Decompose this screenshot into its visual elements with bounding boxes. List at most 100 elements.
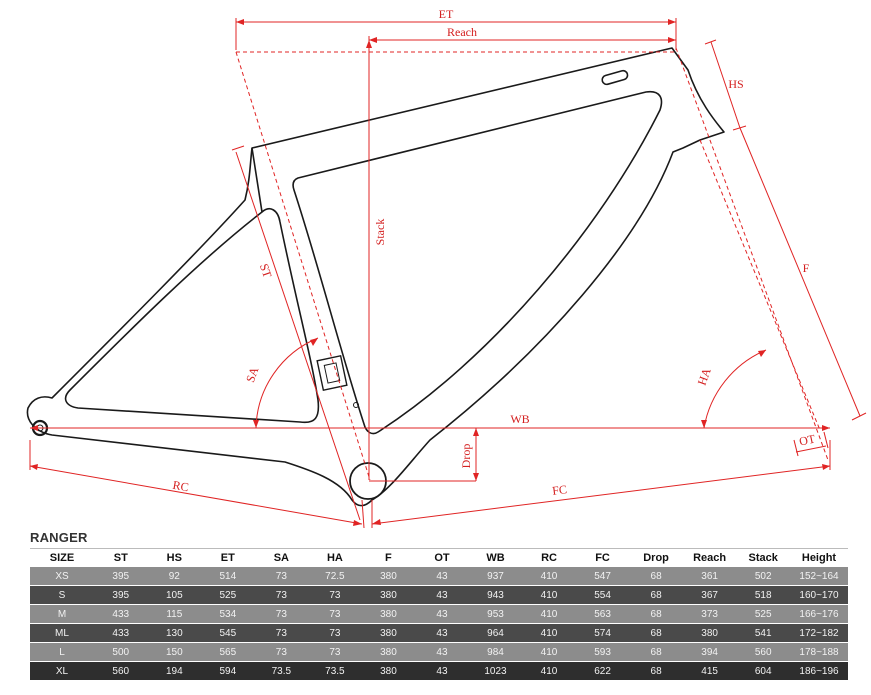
header-f: F (361, 548, 416, 567)
bike-frame-outline (26, 47, 725, 507)
table-cell: 560 (94, 661, 148, 681)
table-cell: 73 (308, 585, 362, 605)
cable-port-icon (601, 69, 629, 86)
table-cell: 410 (522, 567, 576, 586)
table-cell: 194 (147, 661, 202, 681)
table-cell: 380 (361, 585, 416, 605)
header-et: ET (201, 548, 255, 567)
table-cell: 73 (254, 604, 309, 624)
table-cell: 593 (575, 642, 630, 662)
label-st: ST (257, 262, 275, 280)
label-fc: FC (551, 482, 567, 498)
table-cell: 186~196 (790, 661, 848, 681)
rear-triangle-cutout (64, 208, 320, 424)
front-derailleur-mount-icon (316, 355, 348, 391)
label-stack: Stack (373, 219, 387, 246)
table-cell: 554 (575, 585, 630, 605)
table-cell: 500 (94, 642, 148, 662)
table-cell: 394 (682, 642, 737, 662)
table-cell: 410 (522, 661, 576, 681)
table-cell: 1023 (468, 661, 523, 681)
table-cell: 130 (147, 623, 202, 643)
table-cell: S (30, 585, 94, 605)
table-cell: 525 (736, 604, 790, 624)
table-cell: 563 (575, 604, 630, 624)
table-cell: 43 (415, 567, 469, 586)
table-cell: XS (30, 567, 94, 586)
table-cell: 415 (682, 661, 737, 681)
table-cell: 525 (201, 585, 255, 605)
f-dimension-line (739, 127, 861, 417)
table-cell: 574 (575, 623, 630, 643)
header-stack: Stack (736, 548, 790, 567)
table-cell: 43 (415, 661, 469, 681)
header-fc: FC (575, 548, 630, 567)
table-cell: 105 (147, 585, 202, 605)
table-cell: 72.5 (308, 567, 362, 586)
table-cell: 395 (94, 585, 148, 605)
table-cell: 373 (682, 604, 737, 624)
dimension-lines (29, 18, 867, 529)
table-cell: 68 (629, 585, 683, 605)
table-cell: 565 (201, 642, 255, 662)
table-cell: 395 (94, 567, 148, 586)
st-dimension-line (235, 151, 361, 521)
table-cell: 547 (575, 567, 630, 586)
rc-dimension-line (29, 465, 363, 525)
label-rc: RC (172, 478, 190, 495)
table-cell: 380 (361, 642, 416, 662)
table-cell: 380 (682, 623, 737, 643)
table-cell: ML (30, 623, 94, 643)
table-cell: 380 (361, 661, 416, 681)
table-cell: 43 (415, 604, 469, 624)
table-cell: 73 (254, 642, 309, 662)
table-cell: 367 (682, 585, 737, 605)
table-cell: XL (30, 661, 94, 681)
seat-tube-top (251, 147, 263, 213)
table-cell: 433 (94, 623, 148, 643)
label-f: F (803, 261, 810, 275)
label-reach: Reach (447, 25, 477, 39)
table-cell: 73 (308, 623, 362, 643)
table-cell: 172~182 (790, 623, 848, 643)
table-cell: 160~170 (790, 585, 848, 605)
table-cell: 380 (361, 567, 416, 586)
hs-dimension-line (710, 41, 741, 129)
table-cell: 560 (736, 642, 790, 662)
table-cell: 150 (147, 642, 202, 662)
dimension-labels: ET Reach HS Stack ST F SA HA WB OT Drop … (172, 7, 818, 498)
ha-angle-arc (703, 349, 767, 429)
table-cell: 604 (736, 661, 790, 681)
table-cell: 68 (629, 642, 683, 662)
sa-angle-arc (255, 337, 319, 429)
label-ot: OT (798, 431, 817, 448)
table-cell: 953 (468, 604, 523, 624)
table-cell: 73 (254, 567, 309, 586)
table-cell: 152~164 (790, 567, 848, 586)
table-cell: 68 (629, 623, 683, 643)
table-cell: 68 (629, 567, 683, 586)
table-cell: 545 (201, 623, 255, 643)
table-cell: 73 (308, 604, 362, 624)
front-triangle-cutout (292, 90, 663, 435)
table-cell: 178~188 (790, 642, 848, 662)
header-ot: OT (415, 548, 469, 567)
table-cell: 68 (629, 604, 683, 624)
header-rc: RC (522, 548, 576, 567)
geometry-table-title: RANGER (30, 530, 88, 545)
header-reach: Reach (682, 548, 737, 567)
table-cell: 943 (468, 585, 523, 605)
header-size: SIZE (30, 548, 94, 567)
table-cell: 410 (522, 623, 576, 643)
table-cell: 361 (682, 567, 737, 586)
label-hs: HS (728, 77, 743, 91)
header-height: Height (790, 548, 848, 567)
table-cell: 984 (468, 642, 523, 662)
label-et: ET (439, 7, 454, 21)
label-drop: Drop (459, 444, 473, 469)
table-cell: 433 (94, 604, 148, 624)
